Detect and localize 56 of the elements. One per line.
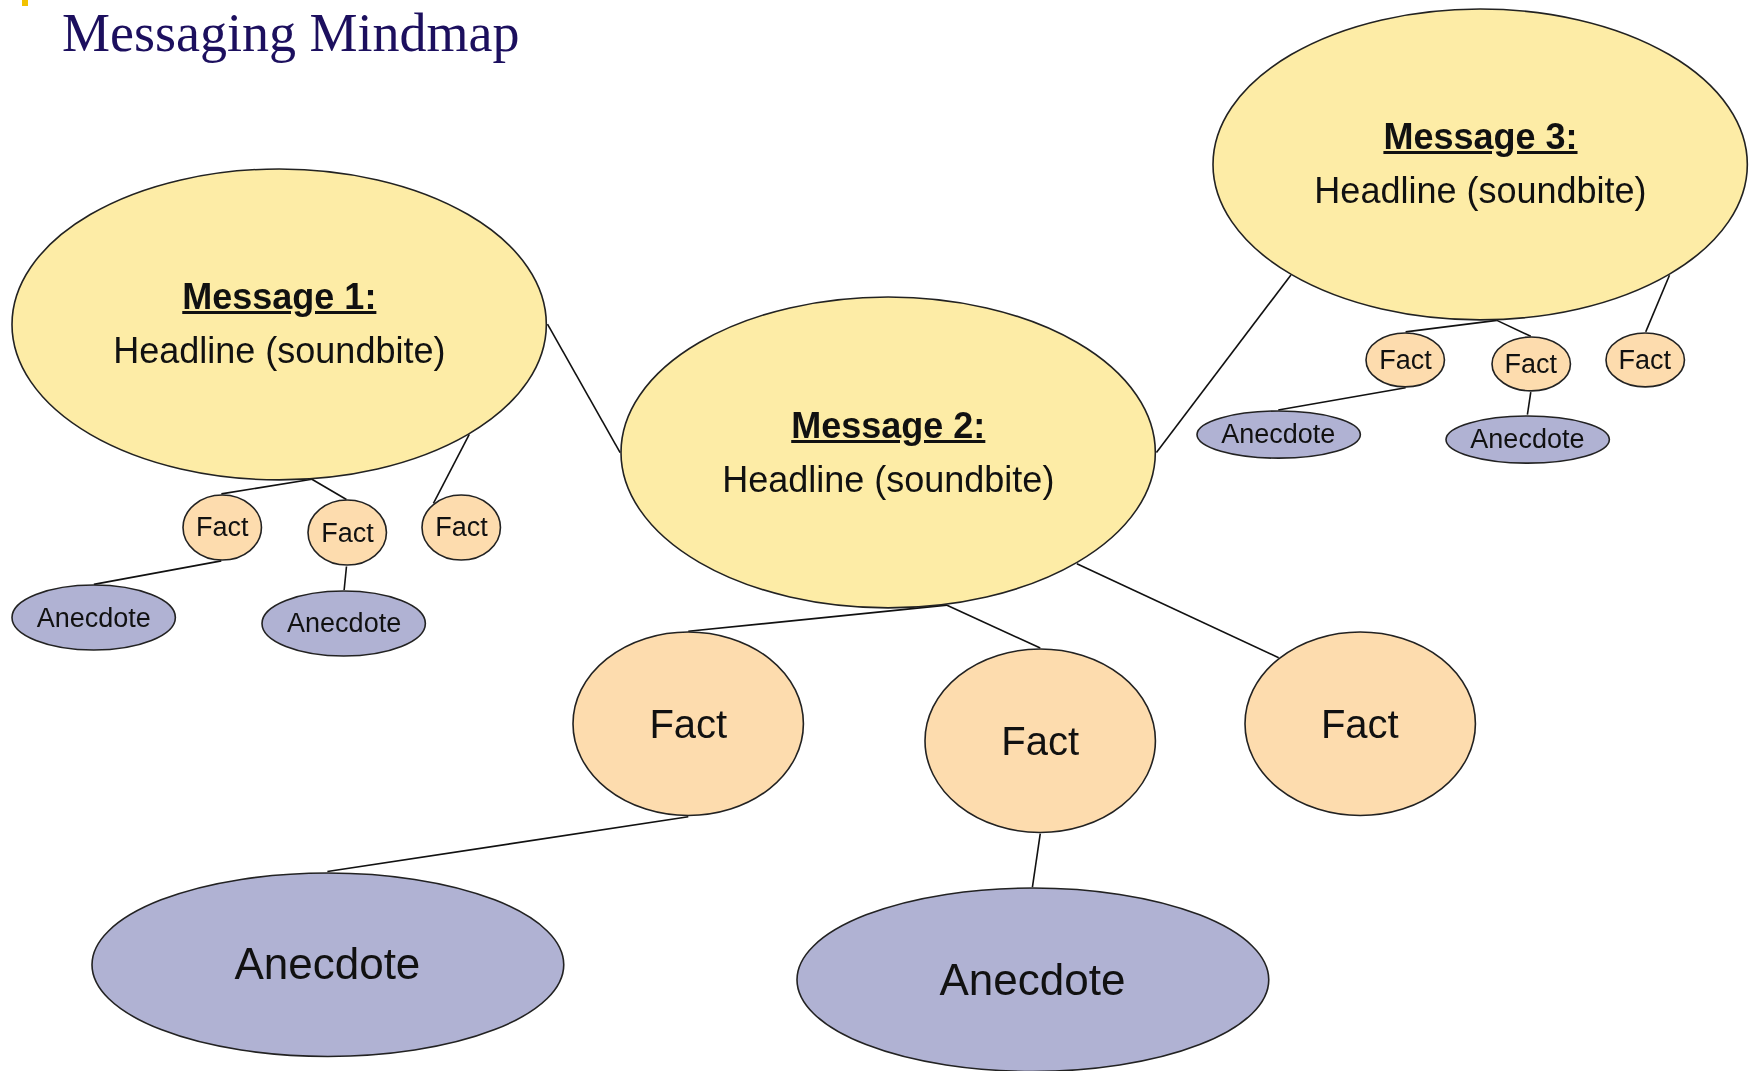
node-label: Fact xyxy=(1001,717,1080,765)
connector-line xyxy=(1076,562,1280,659)
anecdote-ellipse xyxy=(1444,414,1611,464)
node-label: Fact xyxy=(1379,343,1432,377)
node-label: Fact xyxy=(435,511,488,545)
message-heading: Message 2: xyxy=(791,403,986,448)
node-label: Anecdote xyxy=(36,601,151,635)
message-ellipse xyxy=(11,167,548,481)
fact-ellipse xyxy=(1365,331,1446,388)
node-label: Anecdote xyxy=(939,953,1126,1006)
node-label: Fact xyxy=(1504,348,1557,381)
message-heading: Message 3: xyxy=(1383,115,1578,160)
connector-line xyxy=(220,478,313,495)
connector-line xyxy=(946,604,1042,649)
connector-line xyxy=(93,560,223,586)
message-ellipse xyxy=(620,296,1157,609)
connector-line xyxy=(326,816,690,873)
connector-line xyxy=(687,604,948,633)
node-label: Anecdote xyxy=(287,607,402,641)
headline-text: Headline (soundbite) xyxy=(722,457,1055,502)
connector-line xyxy=(1496,319,1532,338)
connector-line xyxy=(1155,274,1292,454)
anecdote-ellipse xyxy=(1195,410,1361,460)
fact-ellipse xyxy=(182,493,263,561)
fact-ellipse xyxy=(1490,336,1571,393)
fact-ellipse xyxy=(421,493,502,561)
fact-ellipse xyxy=(572,631,805,817)
node-label: Anecdote xyxy=(1470,422,1585,456)
connector-line xyxy=(311,478,348,501)
node-label: Anecdote xyxy=(234,938,421,991)
node-label: Fact xyxy=(1320,701,1399,749)
connector-line xyxy=(1526,391,1532,416)
anecdote-ellipse xyxy=(90,871,565,1057)
anecdote-ellipse xyxy=(261,589,427,657)
fact-ellipse xyxy=(1243,631,1476,817)
connector-line xyxy=(1404,319,1498,333)
node-label: Fact xyxy=(1618,343,1671,377)
fact-ellipse xyxy=(924,648,1157,834)
connector-line xyxy=(432,433,471,505)
message-ellipse xyxy=(1212,7,1749,321)
message-heading: Message 1: xyxy=(182,275,377,319)
fact-ellipse xyxy=(1604,331,1685,388)
connector-line xyxy=(1277,386,1407,411)
fact-ellipse xyxy=(307,499,388,567)
node-label: Fact xyxy=(321,516,374,550)
node-label: Anecdote xyxy=(1221,418,1336,452)
headline-text: Headline (soundbite) xyxy=(113,329,446,373)
connector-line xyxy=(1031,832,1042,888)
anecdote-ellipse xyxy=(11,584,177,652)
node-label: Fact xyxy=(649,701,728,749)
connector-line xyxy=(343,565,348,591)
title: Messaging Mindmap xyxy=(62,2,520,64)
connector-line xyxy=(546,323,621,454)
headline-text: Headline (soundbite) xyxy=(1314,169,1647,214)
node-label: Fact xyxy=(196,511,249,545)
connector-line xyxy=(1644,274,1671,333)
